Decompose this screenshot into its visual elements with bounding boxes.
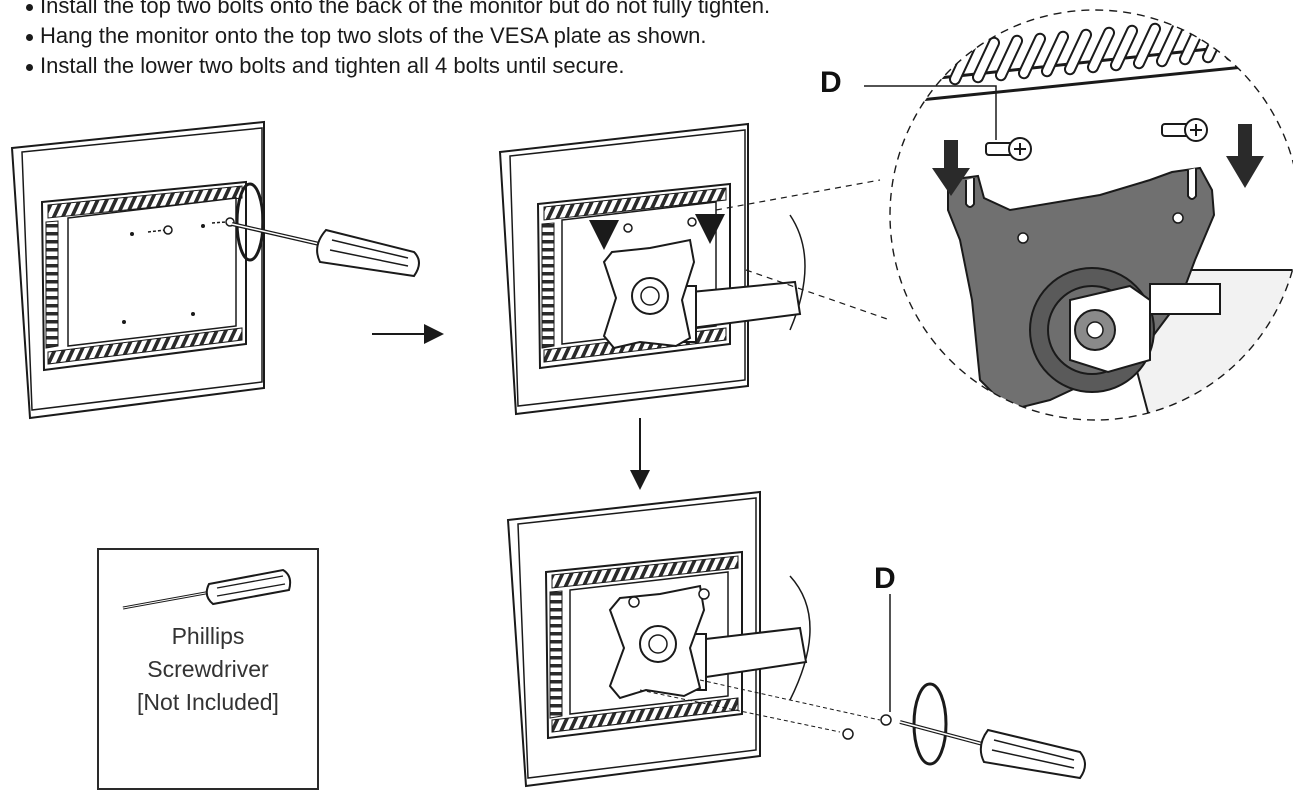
monitor-back-step2 (498, 122, 806, 416)
tool-name-line1: Phillips (171, 623, 245, 649)
tool-requirement-box: Phillips Screwdriver [Not Included] (97, 548, 319, 790)
callout-d-step3: D (874, 562, 896, 595)
instruction-step-2: Hang the monitor onto the top two slots … (26, 21, 770, 51)
monitor-back-step1 (10, 120, 265, 420)
instruction-list: Install the top two bolts onto the back … (26, 0, 770, 81)
phillips-screwdriver-icon (122, 568, 292, 610)
detail-magnified-view (889, 9, 1293, 421)
tool-caption: Phillips Screwdriver [Not Included] (99, 620, 317, 719)
callout-d-detail: D (820, 66, 842, 99)
tool-name-line2: Screwdriver (147, 656, 269, 682)
instruction-step-1: Install the top two bolts onto the back … (26, 0, 770, 21)
screwdriver-step1 (231, 222, 420, 278)
tool-note: [Not Included] (137, 689, 279, 715)
instruction-step-3: Install the lower two bolts and tighten … (26, 51, 770, 81)
monitor-back-step3 (506, 490, 892, 788)
screwdriver-step3 (899, 682, 1086, 780)
